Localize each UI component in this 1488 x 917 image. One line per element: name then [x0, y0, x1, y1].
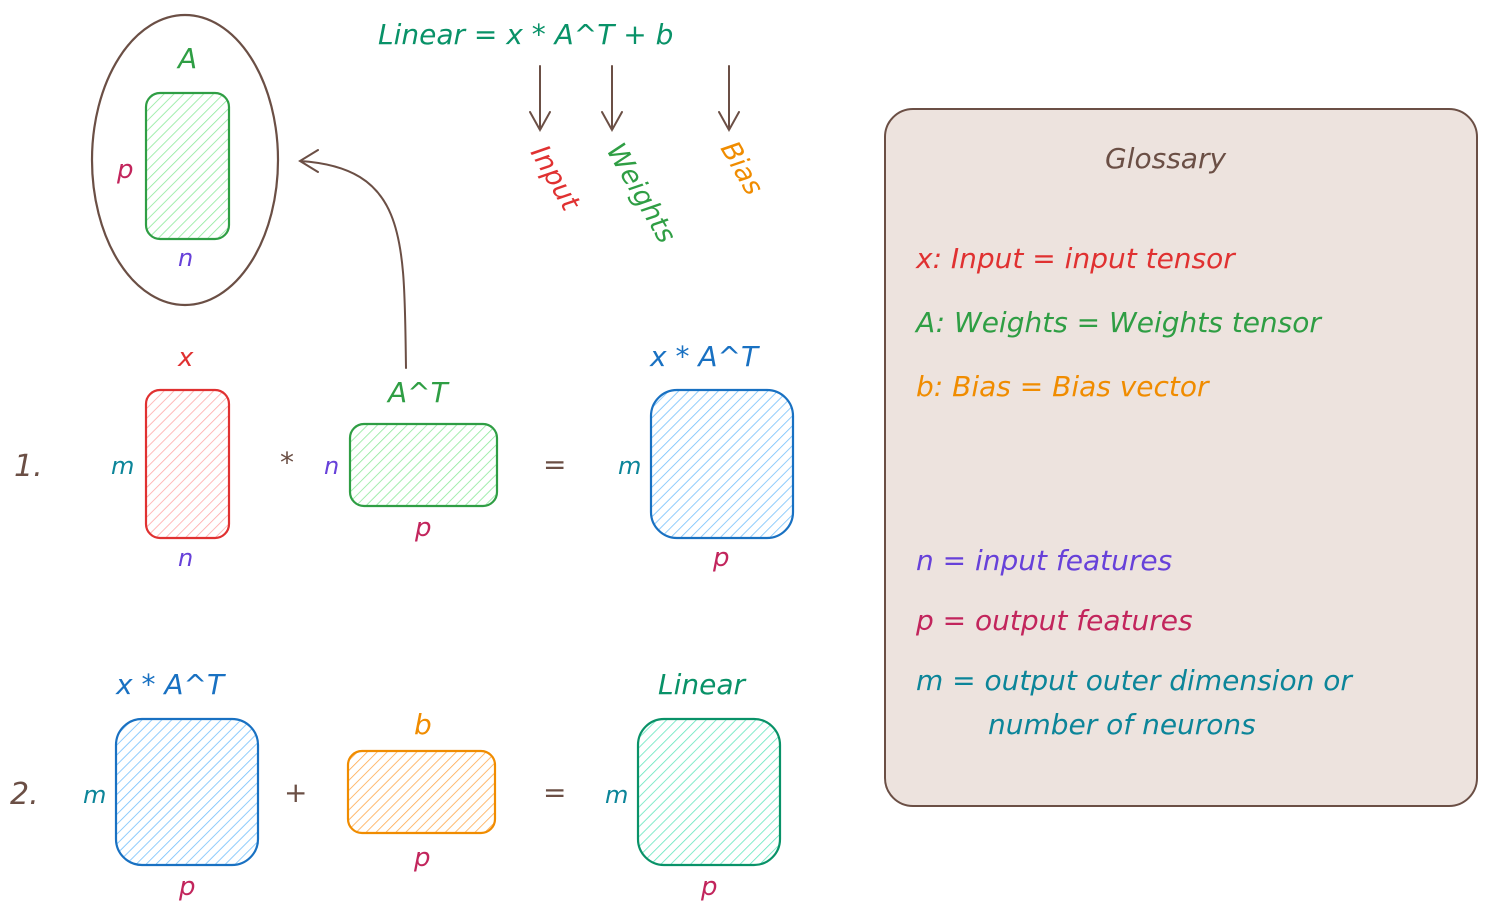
formula-text: Linear = x * A^T + b [378, 18, 673, 51]
step2-b-matrix [346, 749, 497, 835]
glossary-item-x: x: Input = input tensor [915, 242, 1236, 275]
weights-label: Weights [600, 138, 682, 249]
step1-at-left-dim: n [324, 452, 339, 480]
step1-at-matrix [348, 422, 499, 508]
step1-at-bottom-dim: p [414, 513, 432, 543]
step1-result-matrix [649, 388, 795, 540]
step1-at-title: A^T [386, 376, 450, 409]
step2-equals-op: = [543, 776, 566, 809]
step2-result-left-dim: m [605, 781, 628, 809]
step1-equals-op: = [543, 448, 566, 481]
weights-bottom-dim: n [178, 244, 193, 272]
step1-result-bottom-dim: p [712, 543, 730, 573]
step1-x-left-dim: m [111, 452, 134, 480]
glossary-item-b: b: Bias = Bias vector [916, 370, 1210, 403]
bias-arrow [718, 65, 740, 133]
step1-result-left-dim: m [618, 452, 641, 480]
step1-multiply-op: * [280, 446, 294, 479]
glossary-title: Glossary [1105, 142, 1226, 175]
weights-arrow [601, 65, 623, 133]
weights-matrix [144, 91, 231, 241]
step2-xat-bottom-dim: p [178, 872, 196, 902]
bias-label: Bias [714, 136, 769, 201]
glossary-item-n: n = input features [916, 544, 1172, 577]
weights-ellipse [90, 13, 280, 307]
step1-result-title: x * A^T [649, 340, 760, 373]
step2-result-title: Linear [658, 668, 747, 701]
step1-x-title: x [177, 343, 194, 373]
glossary-item-m: m = output outer dimension or [916, 664, 1353, 697]
step2-result-matrix [636, 717, 782, 867]
step2-xat-matrix [114, 717, 260, 867]
glossary-item-a: A: Weights = Weights tensor [914, 306, 1322, 339]
transpose-arrow [298, 149, 407, 369]
step1-x-matrix [144, 388, 231, 540]
input-arrow [529, 65, 551, 133]
step2-plus-op: + [284, 776, 307, 809]
step1-x-bottom-dim: n [178, 544, 193, 572]
input-label: Input [524, 140, 587, 217]
formula-arrows [529, 65, 740, 133]
step2-xat-title: x * A^T [115, 668, 226, 701]
step2-number: 2. [10, 777, 39, 812]
step1-number: 1. [14, 449, 43, 484]
step2-xat-left-dim: m [83, 781, 106, 809]
step2-b-bottom-dim: p [413, 843, 431, 873]
glossary-item-p: p = output features [915, 604, 1193, 637]
glossary-panel [884, 108, 1478, 807]
step2-result-bottom-dim: p [700, 872, 718, 902]
glossary-item-m-cont: number of neurons [988, 708, 1256, 741]
step2-b-title: b [414, 708, 432, 741]
weights-left-dim: p [116, 155, 134, 185]
weights-title: A [176, 42, 197, 75]
